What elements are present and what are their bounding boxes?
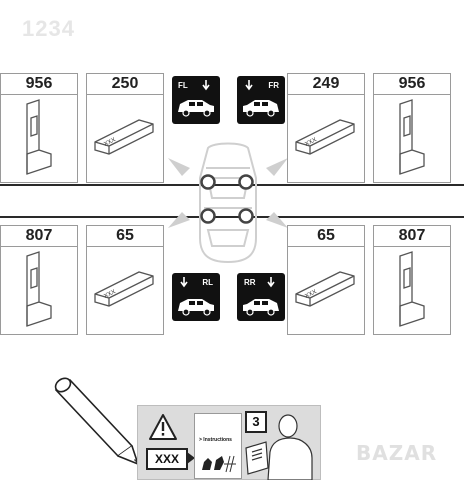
instructions-code-box: XXX [146,448,188,470]
part-card-bottom-1: 807 [0,225,78,335]
position-label: FL [178,81,188,90]
car-side-icon [178,80,214,117]
step-number-box: 3 [245,411,267,433]
booklet-illustration-icon [202,455,236,473]
person-reading-icon [245,414,313,480]
part-qty: 250 [87,74,163,95]
part-card-top-2: 250 XXX [86,73,164,183]
car-side-icon [243,80,279,117]
bracket-part-icon [26,99,52,175]
car-side-icon [178,277,214,316]
bracket-part-icon [26,251,52,327]
part-code-label: XXX [103,289,116,300]
part-card-top-4: 956 [373,73,451,183]
part-qty: 956 [1,74,77,95]
position-label: FR [268,81,279,90]
part-qty: 65 [288,226,364,247]
pad-part-icon: XXX [295,271,355,307]
part-qty: 956 [374,74,450,95]
warning-triangle-icon [149,414,177,440]
pad-part-icon: XXX [94,271,154,307]
booklet-title: > Instructions [199,437,232,443]
part-code-label: XXX [103,137,116,148]
front-right-position-icon: FR [237,76,285,124]
watermark-code: 1234 [22,16,75,41]
front-left-position-icon: FL [172,76,220,124]
road-line-top [0,184,464,186]
part-code-label: XXX [304,289,317,300]
pad-part-icon: XXX [295,119,355,155]
part-card-top-1: 956 [0,73,78,183]
part-card-bottom-4: 807 [373,225,451,335]
pad-part-icon: XXX [94,119,154,155]
position-label: RL [202,278,213,287]
rear-right-position-icon: RR [237,273,285,321]
rear-left-position-icon: RL [172,273,220,321]
bracket-part-icon [399,99,425,175]
part-qty: 807 [374,226,450,247]
part-code-label: XXX [304,137,317,148]
brand-watermark: BAZAR [356,441,438,465]
position-label: RR [244,278,256,287]
car-side-icon [243,277,279,316]
part-card-top-3: 249 XXX [287,73,365,183]
part-qty: 65 [87,226,163,247]
road-line-bottom [0,216,464,218]
part-card-bottom-3: 65 XXX [287,225,365,335]
part-card-bottom-2: 65 XXX [86,225,164,335]
arrow-right-icon [187,452,195,464]
car-top-view-icon [168,142,288,264]
part-qty: 249 [288,74,364,95]
bracket-part-icon [399,251,425,327]
part-qty: 807 [1,226,77,247]
instruction-booklet: > Instructions [194,413,242,479]
pencil-icon [54,377,140,466]
